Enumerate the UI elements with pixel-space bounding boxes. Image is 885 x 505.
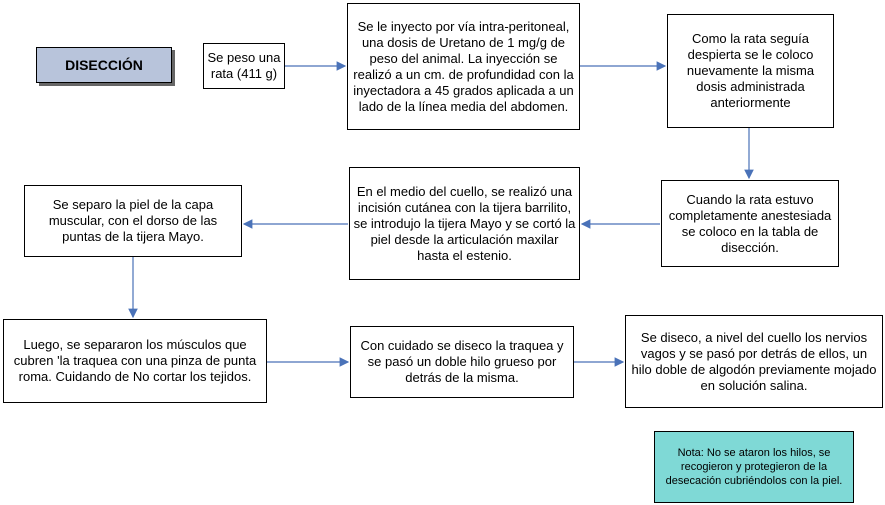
step-5-box: En el medio del cuello, se realizó una i…	[349, 167, 580, 280]
step-8-box: Con cuidado se diseco la traquea y se pa…	[350, 326, 574, 398]
step-1-box: Se peso una rata (411 g)	[203, 43, 285, 89]
step-9-box: Se diseco, a nivel del cuello los nervio…	[625, 315, 883, 408]
step-7-box: Luego, se separaron los músculos que cub…	[3, 319, 267, 403]
step-6-box: Se separo la piel de la capa muscular, c…	[24, 185, 242, 257]
step-2-box: Se le inyecto por vía intra-peritoneal, …	[347, 3, 580, 130]
step-4-box: Cuando la rata estuvo completamente anes…	[661, 180, 839, 267]
step-3-box: Como la rata seguía despierta se le colo…	[667, 14, 834, 128]
note-box: Nota: No se ataron los hilos, se recogie…	[654, 431, 854, 503]
diagram-title: DISECCIÓN	[36, 47, 172, 83]
